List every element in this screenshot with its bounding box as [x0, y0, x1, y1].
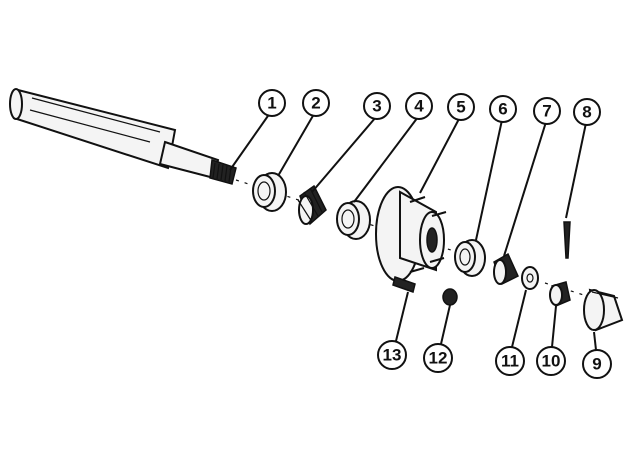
- callout-1: 1: [258, 89, 286, 117]
- callout-3: 3: [363, 92, 391, 120]
- svg-text:12: 12: [429, 349, 448, 368]
- svg-text:1: 1: [267, 94, 276, 113]
- svg-text:11: 11: [501, 352, 519, 371]
- svg-text:5: 5: [456, 98, 465, 117]
- spindle-shaft: [9, 88, 237, 185]
- bearing-race-outer: [252, 172, 287, 212]
- washer: [521, 266, 539, 290]
- svg-text:9: 9: [592, 355, 601, 374]
- svg-text:10: 10: [542, 352, 561, 371]
- svg-text:13: 13: [383, 346, 402, 365]
- callout-4: 4: [405, 92, 433, 120]
- svg-text:2: 2: [311, 94, 320, 113]
- dust-cap: [583, 288, 624, 332]
- leader-lines: [229, 112, 597, 351]
- lug-nut: [442, 288, 458, 306]
- svg-text:3: 3: [372, 97, 381, 116]
- bearing-race-inner: [336, 200, 371, 240]
- callout-9: 9: [582, 349, 612, 379]
- bearing-cup-outer: [454, 239, 486, 277]
- callout-11: 11: [495, 346, 525, 376]
- callout-5: 5: [447, 93, 475, 121]
- callout-12: 12: [423, 343, 453, 373]
- svg-text:7: 7: [542, 102, 551, 121]
- svg-text:8: 8: [582, 103, 591, 122]
- cotter-pin: [563, 221, 571, 259]
- callout-10: 10: [536, 346, 566, 376]
- callout-8: 8: [573, 98, 601, 126]
- svg-text:4: 4: [414, 97, 424, 116]
- callout-2: 2: [302, 89, 330, 117]
- castle-nut: [549, 281, 571, 308]
- callout-6: 6: [489, 95, 517, 123]
- callout-13: 13: [377, 340, 407, 370]
- callout-7: 7: [533, 97, 561, 125]
- wheel-hub: [375, 186, 447, 293]
- roller-bearing-outer: [493, 252, 519, 286]
- svg-text:6: 6: [498, 100, 507, 119]
